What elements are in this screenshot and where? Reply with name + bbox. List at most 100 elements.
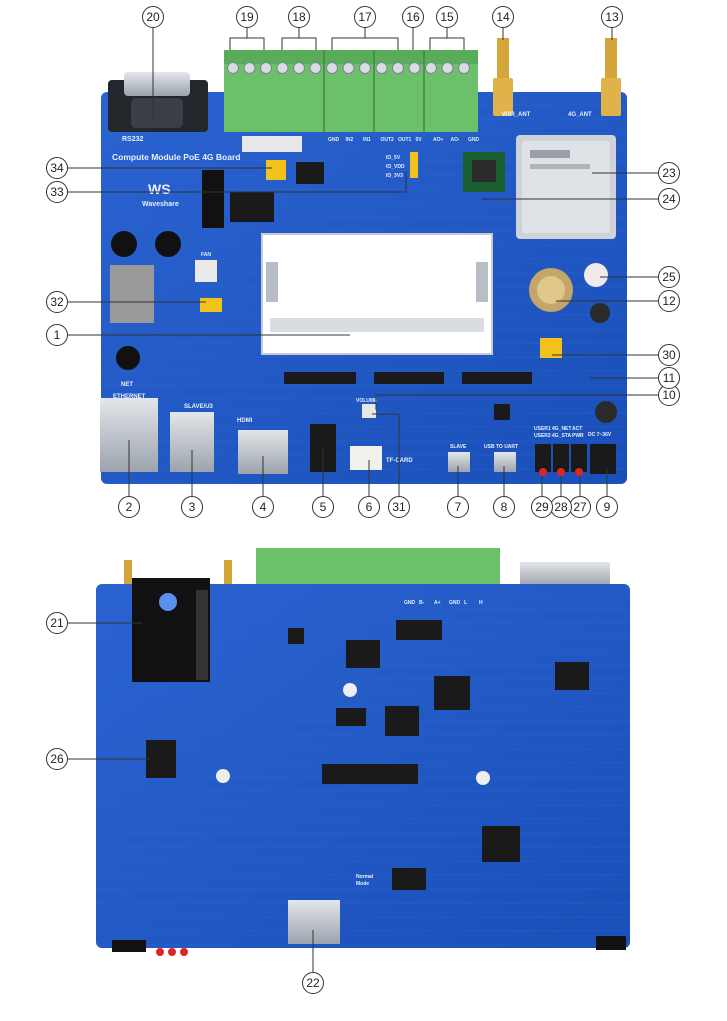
terminal-label: GND xyxy=(468,137,480,143)
terminal-screw xyxy=(359,62,371,74)
back-label: H xyxy=(479,600,483,606)
capacitor-2 xyxy=(155,231,181,257)
callout-leader-line xyxy=(247,37,265,50)
callout-30: 30 xyxy=(658,344,680,366)
back-chip-8 xyxy=(288,628,304,644)
callout-19: 19 xyxy=(236,6,258,28)
io-voltage-jumper xyxy=(410,152,418,178)
callout-leader-line xyxy=(281,28,300,50)
boot-select-jumper xyxy=(540,338,562,358)
callout-32: 32 xyxy=(46,291,68,313)
cm-socket xyxy=(261,233,493,355)
camera-connector xyxy=(202,170,224,228)
fan-chip xyxy=(195,260,217,282)
callout-31: 31 xyxy=(388,496,410,518)
silk-net: NET xyxy=(121,382,133,388)
callout-13: 13 xyxy=(601,6,623,28)
capacitor-3 xyxy=(116,346,140,370)
back-chip-2 xyxy=(434,676,470,710)
callout-9: 9 xyxy=(596,496,618,518)
callout-1: 1 xyxy=(46,324,68,346)
silk-slave-usb: SLAVE/U3 xyxy=(184,404,214,410)
terminal-screw xyxy=(326,62,338,74)
silk-4g-sta: 4G_STA xyxy=(552,433,571,439)
back-chip-5 xyxy=(555,662,589,690)
back-label: L xyxy=(464,600,467,606)
bottom-antenna-1 xyxy=(124,560,132,586)
silk-user2: USER2 xyxy=(534,433,551,439)
terminal-screw xyxy=(309,62,322,74)
silk-volume: VOLUME xyxy=(356,398,378,404)
back-label: GND xyxy=(449,600,461,606)
capacitor-4 xyxy=(590,303,610,323)
callout-4: 4 xyxy=(252,496,274,518)
callout-23: 23 xyxy=(658,162,680,184)
silk-boot-normal: Normal xyxy=(356,874,374,880)
dc-power-jack xyxy=(590,444,616,474)
poe-controller-chip xyxy=(146,740,176,778)
bottom-rs232 xyxy=(520,562,610,586)
boot-jumper xyxy=(266,160,286,180)
silk-boot-mode: Mode xyxy=(356,881,369,887)
back-label: A+ xyxy=(434,600,441,606)
micro-usb-slave xyxy=(448,452,470,472)
back-label: B- xyxy=(419,600,425,606)
cam1-fpc xyxy=(462,372,532,384)
back-chip-3 xyxy=(385,706,419,736)
silk-slave: SLAVE xyxy=(450,444,467,450)
terminal-screw xyxy=(425,62,437,74)
wifi-chip xyxy=(472,160,496,182)
silk-io-5v: IO_5V xyxy=(386,155,401,161)
back-led-3 xyxy=(180,948,188,956)
brand-logo: WS xyxy=(148,181,171,197)
mount-hole-2 xyxy=(216,769,230,783)
silk-pwr: PWR xyxy=(572,433,584,439)
callout-12: 12 xyxy=(658,290,680,312)
power-capacitor xyxy=(595,401,617,423)
callout-leader-line xyxy=(372,413,400,496)
capacitor-1 xyxy=(111,231,137,257)
callout-14: 14 xyxy=(492,6,514,28)
callout-24: 24 xyxy=(658,188,680,210)
fan-jumper xyxy=(200,298,222,312)
callout-25: 25 xyxy=(658,266,680,288)
back-dc-jack xyxy=(596,936,626,950)
callout-21: 21 xyxy=(46,612,68,634)
silk-io-3v3: IO_3V3 xyxy=(386,173,403,179)
silk-dc-in: DC 7~36V xyxy=(588,432,612,438)
back-chip-4 xyxy=(336,708,366,726)
callout-6: 6 xyxy=(358,496,380,518)
4g-module xyxy=(516,135,616,239)
back-chip-7 xyxy=(392,868,426,890)
rtc-chip xyxy=(296,162,324,184)
callout-16: 16 xyxy=(402,6,424,28)
bottom-antenna-2 xyxy=(224,560,232,586)
display-fpc xyxy=(284,372,356,384)
silk-ethernet: ETHERNET xyxy=(113,394,146,400)
wifi-antenna-connector xyxy=(493,38,513,116)
terminal-screw xyxy=(408,62,421,74)
silk-usb-to-uart: USB TO UART xyxy=(484,444,518,450)
silk-tf-card: TF-CARD xyxy=(386,458,413,464)
status-leds xyxy=(535,444,587,476)
back-label: GND xyxy=(404,600,416,606)
terminal-screw xyxy=(441,62,454,74)
callout-leader-line xyxy=(299,37,317,50)
silk-wifi-ant: WIFI_ANT xyxy=(502,112,531,118)
callout-33: 33 xyxy=(46,181,68,203)
callout-22: 22 xyxy=(302,972,324,994)
callout-leader-line xyxy=(447,37,465,50)
back-led-2 xyxy=(168,948,176,956)
callout-leader-line xyxy=(68,172,407,193)
callout-5: 5 xyxy=(312,496,334,518)
volume-knob xyxy=(362,404,376,418)
callout-18: 18 xyxy=(288,6,310,28)
terminal-label: 5V xyxy=(416,137,423,143)
ethernet-phy-chip xyxy=(230,192,274,222)
callout-leader-line xyxy=(331,28,366,50)
